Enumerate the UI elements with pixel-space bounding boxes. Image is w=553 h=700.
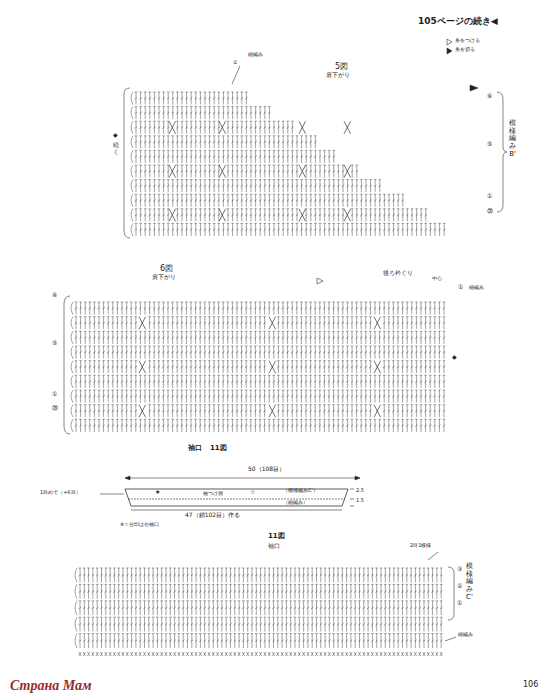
legend-marker <box>447 48 452 54</box>
dimension: 2.5 <box>356 488 364 494</box>
pattern-name: （模様編みC'） <box>283 488 318 494</box>
single-crochet-row <box>79 652 443 656</box>
join-mark <box>317 278 323 284</box>
mark: ★ <box>155 489 160 496</box>
leader-line <box>445 637 456 641</box>
leader-line <box>100 494 124 495</box>
region-name: 後ろ衿ぐり <box>383 270 413 277</box>
repeat-note: 2目1模様 <box>410 543 431 549</box>
bracket <box>448 567 454 620</box>
dimension-line <box>125 478 360 479</box>
row-number: ⑥ <box>52 292 57 299</box>
bracket <box>497 92 507 212</box>
chart-title: 6図 <box>160 264 173 273</box>
stitch-name: （細編み） <box>283 500 308 506</box>
stitch-symbols <box>71 92 446 656</box>
dimension: 47（鎖102目）作る <box>185 512 240 519</box>
row-number: ⑳ <box>52 405 58 412</box>
legend-marker <box>447 39 452 45</box>
row-number: ① <box>487 193 492 200</box>
row-number: ① <box>458 284 463 291</box>
watermark: Страна Мам <box>10 678 92 694</box>
legend-text: 糸を切る <box>455 47 475 53</box>
stitch-name: 細編み <box>248 52 263 58</box>
note: 1目めで（+6目） <box>40 490 81 496</box>
cut-mark <box>470 85 478 91</box>
row-number: ⑳ <box>487 208 493 215</box>
side-name: 袖つけ側 <box>203 491 223 497</box>
stitch-name: 細編み <box>469 285 484 291</box>
dimension-tick <box>350 489 354 506</box>
row-number: ⑤ <box>52 340 57 347</box>
row-number: ① <box>52 391 57 398</box>
leader-line <box>232 66 240 84</box>
dimension: 50（108目） <box>248 466 285 473</box>
note: ※☆合印は右袖口 <box>120 522 159 528</box>
stitch-grid <box>71 302 445 432</box>
row-number: ⑥ <box>487 93 492 100</box>
part-name: 袖口 <box>188 444 202 452</box>
row-number: ① <box>457 600 462 607</box>
page-header: 105ページの続き◀ <box>418 16 498 26</box>
leader-line <box>428 552 438 560</box>
mark: ☆ <box>250 489 255 496</box>
chart-number: 11図 <box>210 444 227 452</box>
page-number: 106 <box>523 680 538 689</box>
chart-subtitle: 袖口 <box>268 543 280 550</box>
stitch-name: 細編み <box>458 632 473 638</box>
row-number: ③ <box>457 566 462 573</box>
chart-title: 11図 <box>268 532 285 540</box>
cable-cross <box>139 317 381 418</box>
dimension-arrow <box>125 476 360 480</box>
legend-text: 糸をつける <box>455 38 480 44</box>
stitch-grid <box>75 568 443 648</box>
chart-title: 5図 <box>335 62 348 71</box>
stitch-grid <box>131 92 446 236</box>
dimension: 1.5 <box>356 498 364 504</box>
bracket <box>124 88 130 238</box>
bracket <box>64 296 70 434</box>
pattern-name: 模様編みB' <box>509 120 516 158</box>
mark: ◆ <box>113 132 118 139</box>
dimension-line <box>131 510 342 511</box>
cable-cross <box>169 121 351 221</box>
row-number: ① <box>233 60 237 66</box>
row-number: ② <box>457 583 462 590</box>
center-mark: 中心 <box>432 276 442 282</box>
chart-subtitle: 肩下がり <box>326 72 350 79</box>
cuff-band <box>125 489 348 506</box>
note: 続く <box>113 142 119 155</box>
row-number: ⑤ <box>487 141 492 148</box>
chart-subtitle: 肩下がり <box>152 274 176 281</box>
pattern-name: 模様編みC' <box>466 563 473 601</box>
band-division <box>128 499 345 500</box>
mark: ◆ <box>452 354 457 361</box>
